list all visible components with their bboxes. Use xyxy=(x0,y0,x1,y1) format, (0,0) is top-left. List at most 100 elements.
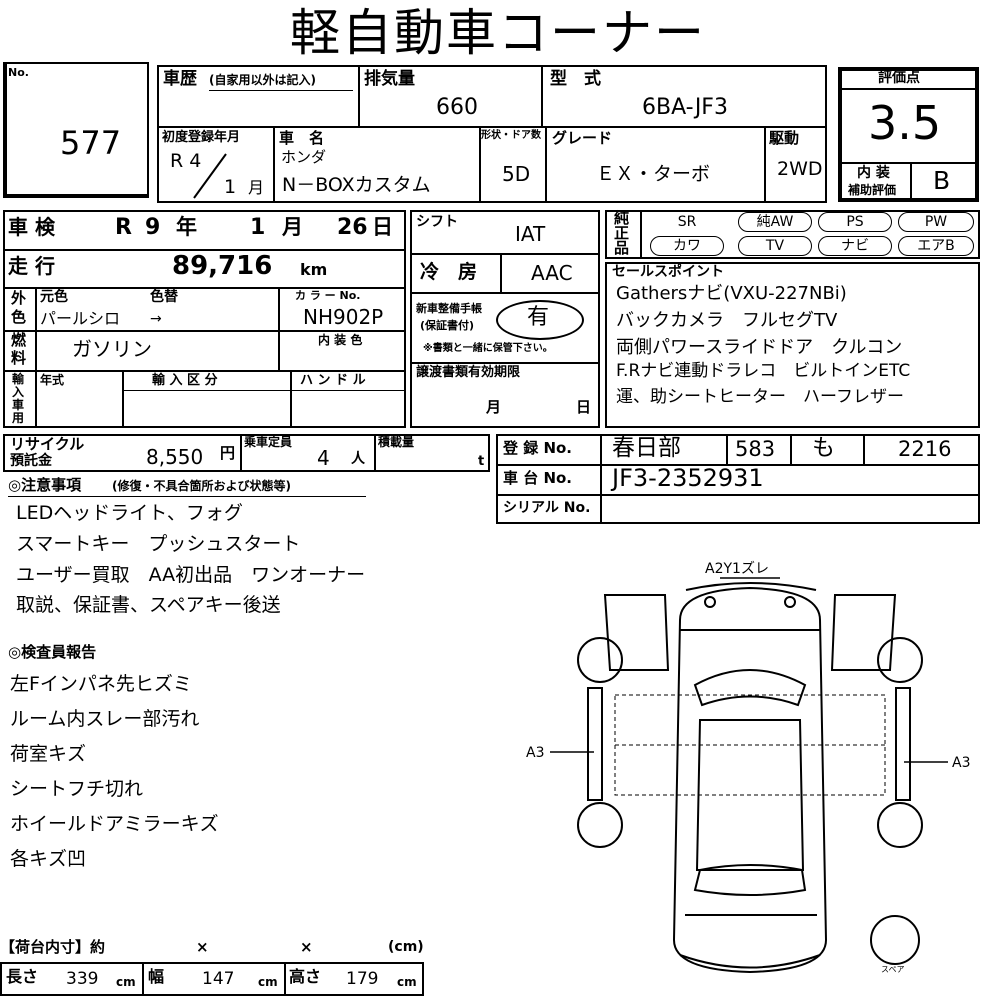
import-side-1: 輸 xyxy=(12,372,25,386)
notes-line-1: LEDヘッドライト、フォグ xyxy=(16,502,243,524)
warranty-oval xyxy=(496,300,584,340)
import-class-label: 輸 入 区 分 xyxy=(152,373,218,388)
first-reg-label: 初度登録年月 xyxy=(162,130,241,145)
drive-label: 駆動 xyxy=(769,129,800,147)
rear-window xyxy=(693,864,807,896)
equip-sr: SR xyxy=(677,214,697,230)
inspector-line-4: シートフチ切れ xyxy=(10,778,144,800)
body-value: 5D xyxy=(502,162,531,186)
interior-value: B xyxy=(933,166,951,195)
equip-alloy-wheel: 純AW xyxy=(738,212,812,232)
color-side-1: 外 xyxy=(11,289,27,307)
equipment-box xyxy=(605,210,980,259)
import-year-label: 年式 xyxy=(40,373,65,387)
score-box xyxy=(838,67,979,202)
registration-class: 583 xyxy=(735,437,776,461)
shift-value: IAT xyxy=(515,222,546,246)
warranty-label-2: (保証書付) xyxy=(420,319,475,332)
warranty-value: 有 xyxy=(527,305,550,330)
equipment-label-1: 純 xyxy=(614,209,630,227)
inspection-day: 26 xyxy=(337,215,368,240)
interior-label-1: 内 装 xyxy=(857,165,890,181)
score-value: 3.5 xyxy=(868,96,942,150)
inspector-line-3: 荷室キズ xyxy=(10,743,87,765)
aircon-value: AAC xyxy=(531,261,573,285)
recycle-value: 8,550 xyxy=(146,445,204,469)
cargo-length: 339 xyxy=(66,969,99,989)
spec-grid xyxy=(3,210,406,428)
cargo-times-1: × xyxy=(196,938,209,956)
equip-ps: PS xyxy=(818,212,892,232)
registration-label: 登 録 No. xyxy=(503,439,573,457)
color-code-value: NH902P xyxy=(303,305,384,329)
recycle-grid xyxy=(3,434,490,472)
mileage-unit: km xyxy=(300,260,328,279)
registration-grid xyxy=(496,434,980,524)
color-orig-label: 元色 xyxy=(40,289,68,305)
inspection-label: 車 検 xyxy=(8,215,55,239)
inspection-day-unit: 日 xyxy=(372,215,393,239)
equip-tv: TV xyxy=(738,236,812,256)
capacity-value: 4 xyxy=(317,446,330,470)
chassis-value: JF3-2352931 xyxy=(612,464,764,492)
side-left xyxy=(587,687,603,801)
rear-bumper xyxy=(679,954,821,969)
color-code-label: カ ラ ー No. xyxy=(295,289,361,302)
cargo-unit: (cm) xyxy=(388,939,424,955)
cargo-height-cm: cm xyxy=(397,975,417,989)
notes-line-4: 取説、保証書、スペアキー後送 xyxy=(16,594,281,616)
front-bumper xyxy=(685,582,817,591)
windshield xyxy=(693,669,807,707)
mileage-label: 走 行 xyxy=(8,254,55,278)
shift-aircon-grid xyxy=(410,210,600,428)
lot-label: No. xyxy=(8,66,29,79)
interior-label-2: 補助評価 xyxy=(848,183,897,197)
cargo-height: 179 xyxy=(346,969,379,989)
side-right xyxy=(895,687,911,801)
wheel-rear-left xyxy=(577,802,623,848)
transfer-day-unit: 日 xyxy=(576,398,592,416)
cargo-length-label: 長さ xyxy=(6,967,39,986)
notes-line-2: スマートキー プッシュスタート xyxy=(16,533,301,555)
inspection-year: 9 xyxy=(145,215,161,240)
right-damage-mark: A3 xyxy=(952,755,971,771)
inspector-title: ◎検査員報告 xyxy=(8,643,97,661)
cargo-title: 【荷台内寸】約 xyxy=(0,938,106,956)
model-type-value: 6BA-JF3 xyxy=(642,95,728,120)
car-name: N－BOXカスタム xyxy=(282,174,431,196)
cargo-height-label: 高さ xyxy=(289,967,322,986)
cargo-grid xyxy=(0,962,424,996)
load-label: 積載量 xyxy=(378,435,415,449)
first-reg-slash xyxy=(193,153,227,199)
cargo-times-2: × xyxy=(300,938,313,956)
warranty-label-1: 新車整備手帳 xyxy=(416,302,482,315)
sales-point-label: セールスポイント xyxy=(612,264,724,280)
sales-line-1: Gathersナビ(VXU-227NBi) xyxy=(616,283,847,304)
first-reg-era-year: R 4 xyxy=(170,150,202,172)
cargo-length-cm: cm xyxy=(116,975,136,989)
equip-leather: カワ xyxy=(650,236,724,256)
sales-point-box xyxy=(605,262,980,428)
wheel-front-right xyxy=(877,637,923,683)
inspector-line-5: ホイールドアミラーキズ xyxy=(10,813,219,835)
recycle-label-1: リサイクル xyxy=(10,435,85,453)
sales-line-5: 運、助シートヒーター ハーフレザー xyxy=(616,387,904,407)
fuel-label-1: 燃 xyxy=(11,331,27,349)
transfer-label: 譲渡書類有効期限 xyxy=(416,365,521,380)
transfer-month-unit: 月 xyxy=(486,398,502,416)
color-side-2: 色 xyxy=(11,308,27,326)
cargo-width-cm: cm xyxy=(258,975,278,989)
inspector-line-1: 左Fインパネ先ヒズミ xyxy=(10,673,192,695)
spare-label: スペア xyxy=(881,965,905,974)
vehicle-damage-diagram xyxy=(550,577,948,974)
inspection-month-unit: 月 xyxy=(282,215,303,239)
first-reg-month-unit: 月 xyxy=(248,178,265,197)
color-arrow: → xyxy=(150,311,162,327)
color-change-label: 色替 xyxy=(150,289,178,305)
notes-subtitle: (修復・不具合箇所および状態等) xyxy=(112,479,291,493)
front-damage-mark: A2Y1ズレ xyxy=(705,561,769,577)
equipment-label-3: 品 xyxy=(614,239,630,257)
shift-label: シフト xyxy=(416,214,458,230)
grade-value: ＥＸ・ターボ xyxy=(596,163,711,185)
model-type-label: 型 式 xyxy=(550,69,601,89)
